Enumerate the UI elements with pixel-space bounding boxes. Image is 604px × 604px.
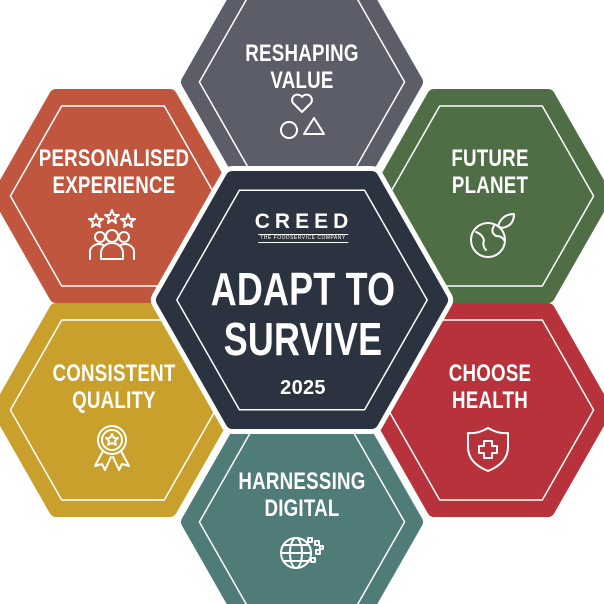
creed-tagline: THE FOODSERVICE COMPANY (258, 234, 348, 243)
hex-center-outline (176, 189, 428, 411)
hex-center (155, 171, 449, 429)
award-badge-icon (94, 425, 130, 471)
creed-logo: CREED (254, 210, 354, 233)
digital-globe-icon (280, 537, 324, 569)
people-stars-icon (88, 209, 136, 260)
shield-cross-icon (467, 427, 509, 472)
shapes-icon (280, 93, 325, 139)
center-year: 2025 (280, 377, 326, 399)
globe-leaf-icon (470, 213, 515, 258)
